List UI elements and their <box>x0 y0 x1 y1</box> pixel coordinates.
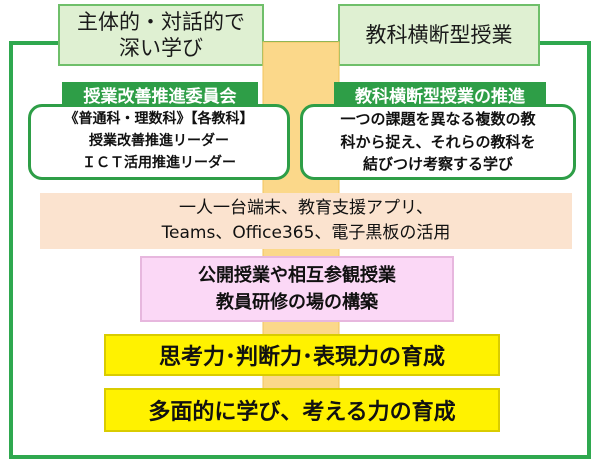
committee-box: 《普通科・理数科》【各教科】 授業改善推進リーダー ＩＣＴ活用推進リーダー <box>28 104 290 180</box>
outcome-thinking-skills-text: 思考力･判断力･表現力の育成 <box>158 345 445 370</box>
tab-active-learning-line2: 深い学び <box>119 36 203 60</box>
ict-line-2: Teams、Office365、電子黒板の活用 <box>161 223 451 243</box>
training-line-1: 公開授業や相互参観授業 <box>198 265 396 286</box>
outcome-multifaceted-learning-text: 多面的に学び、考える力の育成 <box>148 400 456 425</box>
outcome-thinking-skills: 思考力･判断力･表現力の育成 <box>104 334 500 376</box>
tab-active-learning: 主体的・対話的で 深い学び <box>58 4 264 66</box>
tab-cross-curricular: 教科横断型授業 <box>338 4 540 66</box>
cross-curricular-box: 一つの課題を異なる複数の教 科から捉え、それらの教科を 結びつけ考察する学び <box>300 104 576 180</box>
teacher-training-box: 公開授業や相互参観授業 教員研修の場の構築 <box>140 256 454 322</box>
tab-cross-curricular-label: 教科横断型授業 <box>365 22 513 47</box>
cross-curricular-header-text: 教科横断型授業の推進 <box>355 86 525 107</box>
cross-curricular-line-2: 科から捉え、それらの教科を <box>340 132 536 151</box>
cross-curricular-header: 教科横断型授業の推進 <box>334 82 546 107</box>
committee-header: 授業改善推進委員会 <box>62 82 258 107</box>
ict-utilization-box: 一人一台端末、教育支援アプリ、 Teams、Office365、電子黒板の活用 <box>40 193 572 249</box>
cross-curricular-line-3: 結びつけ考察する学び <box>362 155 513 174</box>
committee-header-text: 授業改善推進委員会 <box>83 86 237 107</box>
ict-line-1: 一人一台端末、教育支援アプリ、 <box>179 197 433 218</box>
committee-line-2: 授業改善推進リーダー <box>89 133 229 150</box>
training-line-2: 教員研修の場の構築 <box>216 292 378 313</box>
tab-active-learning-line1: 主体的・対話的で <box>77 9 245 34</box>
outcome-multifaceted-learning: 多面的に学び、考える力の育成 <box>104 388 500 432</box>
committee-line-3: ＩＣＴ活用推進リーダー <box>82 154 236 171</box>
committee-line-1: 《普通科・理数科》【各教科】 <box>64 111 254 128</box>
cross-curricular-line-1: 一つの課題を異なる複数の教 <box>340 110 536 129</box>
